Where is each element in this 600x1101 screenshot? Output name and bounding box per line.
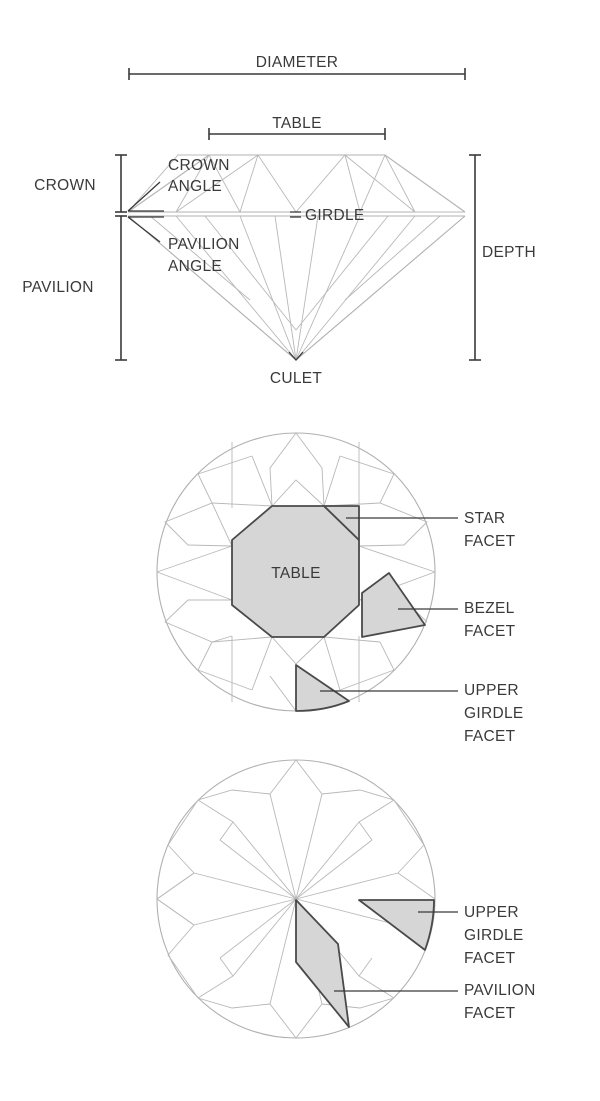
girdle-label: GIRDLE	[305, 207, 365, 224]
pavilion-dimension	[115, 215, 127, 361]
star-facet	[323, 505, 360, 541]
top-view-facet-lines	[156, 432, 436, 712]
table-facet-label: TABLE	[271, 565, 320, 582]
girdle-marker	[290, 211, 301, 218]
culet-pointer	[288, 351, 304, 361]
diameter-dimension	[128, 68, 466, 80]
crown-angle-label-line1: CROWN	[168, 157, 230, 174]
table-dimension	[208, 128, 386, 140]
star-facet-label-line2: FACET	[464, 533, 516, 550]
crown-angle-indicator	[127, 181, 164, 212]
pavilion-angle-indicator	[127, 216, 164, 243]
culet-label: CULET	[270, 370, 323, 387]
star-facet-label-line1: STAR	[464, 510, 505, 527]
diameter-label: DIAMETER	[256, 54, 339, 71]
pavilion-angle-label-line2: ANGLE	[168, 258, 222, 275]
bezel-facet-label-line2: FACET	[464, 623, 516, 640]
top-view: TABLE STAR FACET BEZEL FACET UPPER GIRDL…	[156, 432, 524, 745]
depth-dimension	[469, 154, 481, 361]
pavilion-label: PAVILION	[22, 279, 94, 296]
upper-girdle-facet-bottom-label-line1: UPPER	[464, 904, 519, 921]
crown-dimension	[115, 154, 127, 213]
pavilion-facet-label-line1: PAVILION	[464, 982, 536, 999]
diamond-profile	[127, 153, 466, 361]
upper-girdle-facet-bottom-label-line3: FACET	[464, 950, 516, 967]
bottom-view-facet-lines	[156, 759, 436, 1039]
pavilion-facet	[295, 899, 350, 1028]
table-label: TABLE	[272, 115, 321, 132]
upper-girdle-facet-bottom	[358, 899, 435, 951]
bottom-view: UPPER GIRDLE FACET PAVILION FACET	[156, 759, 536, 1039]
pavilion-angle-label-line1: PAVILION	[168, 236, 240, 253]
pavilion-facet-label-line2: FACET	[464, 1005, 516, 1022]
upper-girdle-facet-bottom-label-line2: GIRDLE	[464, 927, 524, 944]
upper-girdle-facet-top-label-line2: GIRDLE	[464, 705, 524, 722]
bezel-facet-label-line1: BEZEL	[464, 600, 515, 617]
depth-label: DEPTH	[482, 244, 536, 261]
bezel-facet	[361, 572, 426, 638]
side-view: DIAMETER TABLE	[22, 54, 536, 387]
upper-girdle-facet-top-label-line3: FACET	[464, 728, 516, 745]
crown-angle-label-line2: ANGLE	[168, 178, 222, 195]
upper-girdle-facet-top-label-line1: UPPER	[464, 682, 519, 699]
crown-label: CROWN	[34, 177, 96, 194]
upper-girdle-facet-top	[295, 664, 350, 712]
